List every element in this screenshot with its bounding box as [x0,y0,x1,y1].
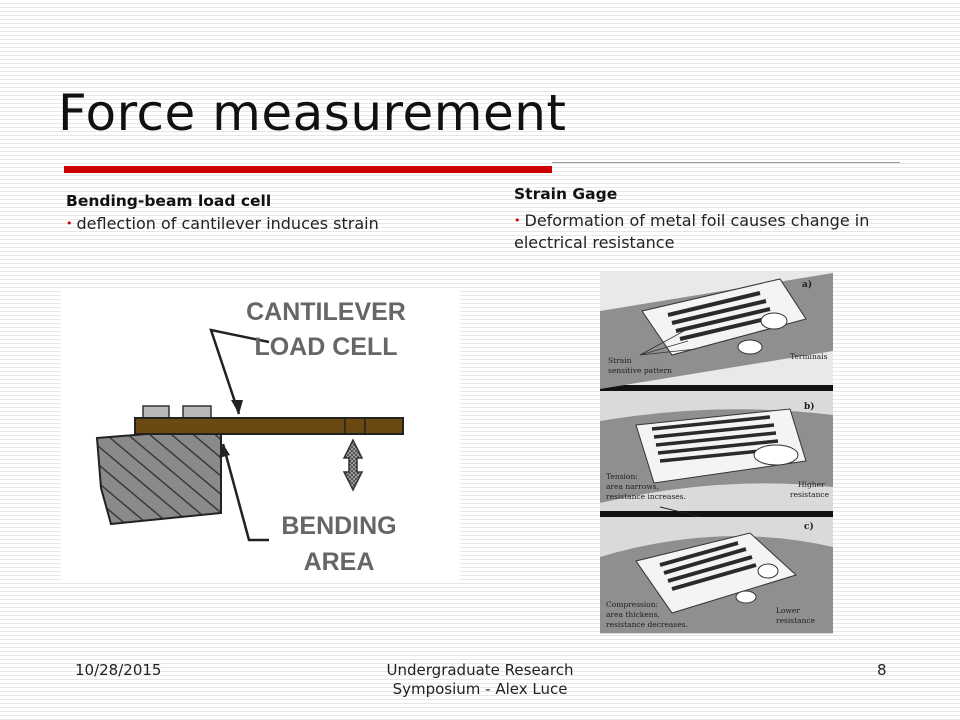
figure-label-bending: BENDING [281,512,396,540]
double-arrow-icon [342,438,364,492]
pointer-line-top [209,328,270,415]
left-column-heading: Bending-beam load cell [66,192,272,210]
figure-label-area: AREA [304,548,375,576]
panel-a-left-label-1: Strain [608,356,632,365]
panel-a-left-label-2: sensitive pattern [608,366,672,375]
panel-b-left-label-2: area narrows, [606,482,659,491]
footer-page-number: 8 [877,661,887,679]
left-column-bullet: •deflection of cantilever induces strain [66,213,466,235]
cantilever-load-cell-figure: CANTILEVER LOAD CELL BENDING AREA [61,288,460,583]
figure-label-load-cell: LOAD CELL [254,333,397,361]
bullet-dot-icon: • [514,214,521,227]
footer-center-line-1: Undergraduate Research [386,661,574,679]
strain-gage-panel-c: c) Compression: area thickens, resistanc… [600,517,833,634]
strain-gage-panel-b: b) Tension: area narrows, resistance inc… [600,391,833,520]
footer-date: 10/28/2015 [75,661,162,679]
title-underline-red [64,166,552,173]
panel-c-right-label-1: Lower [776,606,800,615]
panel-b-left-label-3: resistance increases. [606,492,686,501]
panel-a-tag: a) [802,279,812,290]
slide-title: Force measurement [58,84,567,142]
panel-c-tag: c) [804,521,814,532]
figure-label-cantilever: CANTILEVER [246,298,406,326]
panel-c-left-label-1: Compression: [606,600,658,609]
panel-b-tag: b) [804,401,815,412]
cantilever-beam [134,417,404,435]
left-column-bullet-text: deflection of cantilever induces strain [76,214,379,233]
right-column-bullet: •Deformation of metal foil causes change… [514,210,906,254]
panel-c-left-label-2: area thickens, [606,610,660,619]
panel-c-left-label-3: resistance decreases. [606,620,688,629]
right-column-bullet-text: Deformation of metal foil causes change … [514,211,870,252]
hatched-support [95,426,222,526]
panel-b-left-label-1: Tension: [606,472,638,481]
panel-c-right-label-2: resistance [776,616,816,625]
title-underline-grey [552,162,900,163]
pointer-line-bottom [221,443,269,542]
bullet-dot-icon: • [66,217,73,230]
panel-b-right-label-1: Higher [798,480,825,489]
panel-b-right-label-2: resistance [790,490,830,499]
strain-gage-figure: a) Strain sensitive pattern Terminals b)… [600,271,833,634]
right-column-heading: Strain Gage [514,185,618,203]
footer-center-line-2: Symposium - Alex Luce [392,680,568,698]
footer-center-text: Undergraduate Research Symposium - Alex … [340,661,620,699]
strain-gage-panel-a: a) Strain sensitive pattern Terminals [600,271,833,389]
panel-a-right-label: Terminals [790,352,828,361]
